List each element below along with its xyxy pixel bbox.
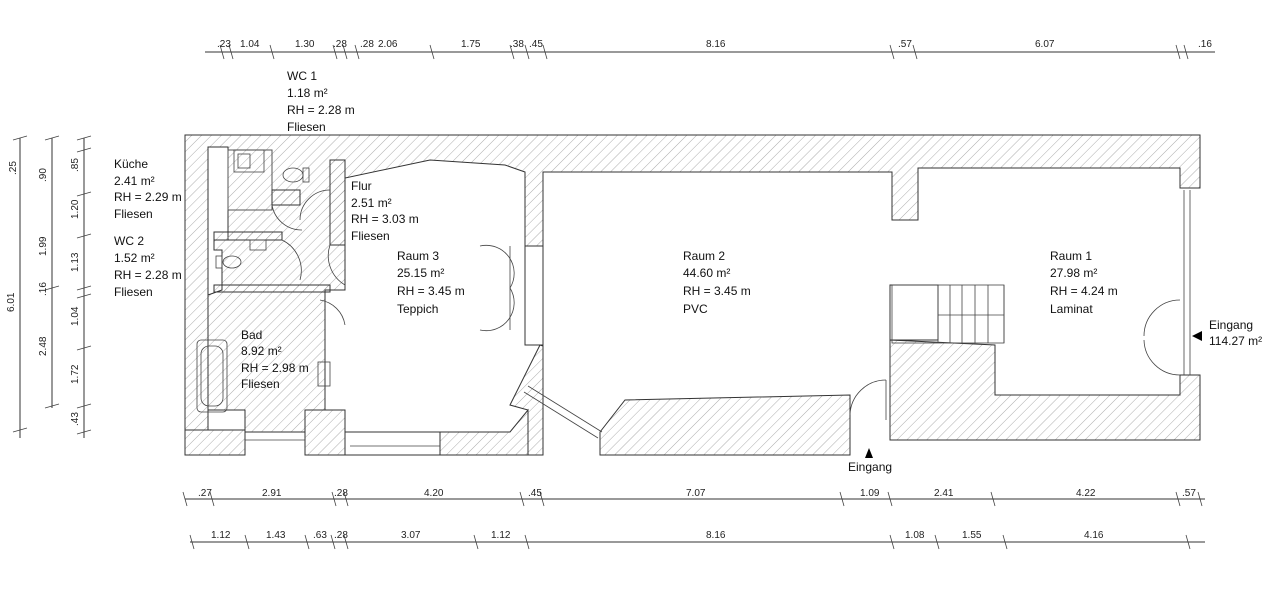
dim-bottom2-9: 1.55 (962, 530, 982, 541)
wc1-floor: Fliesen (287, 120, 326, 134)
dim-bottom2-1: 1.12 (211, 530, 231, 541)
entrance-right-label: Eingang (1209, 318, 1253, 332)
dim-top-2: 1.04 (240, 39, 260, 50)
dim-bottom1-2: 2.91 (262, 488, 282, 499)
bottom-dimension-line-2: 1.12 1.43 .63 .28 3.07 1.12 8.16 1.08 1.… (189, 530, 1205, 550)
raum2-name: Raum 2 (683, 249, 725, 263)
kueche-area: 2.41 m² (114, 174, 155, 188)
room-label-wc1: WC 1 1.18 m² RH = 2.28 m Fliesen (287, 69, 355, 134)
room-label-wc2: WC 2 1.52 m² RH = 2.28 m Fliesen (114, 234, 182, 299)
top-dimension-line: .23 1.04 1.30 .28 .28 2.06 1.75 .38 .45 … (205, 39, 1215, 60)
dim-bottom1-8: 2.41 (934, 488, 954, 499)
wc2-height: RH = 2.28 m (114, 268, 182, 282)
bad-name: Bad (241, 328, 262, 342)
dim-bottom2-6: 1.12 (491, 530, 511, 541)
flur-area: 2.51 m² (351, 196, 392, 210)
dim-bottom1-1: .27 (198, 488, 212, 499)
room-label-bad: Bad 8.92 m² RH = 2.98 m Fliesen (241, 328, 309, 391)
raum1-height: RH = 4.24 m (1050, 284, 1118, 298)
raum1-name: Raum 1 (1050, 249, 1092, 263)
raum3-area: 25.15 m² (397, 266, 444, 280)
flur-name: Flur (351, 179, 372, 193)
wc1-area: 1.18 m² (287, 86, 328, 100)
bad-height: RH = 2.98 m (241, 361, 309, 375)
dim-bottom1-4: 4.20 (424, 488, 444, 499)
raum3-name: Raum 3 (397, 249, 439, 263)
flur-height: RH = 3.03 m (351, 212, 419, 226)
dim-top-13: .16 (1198, 39, 1212, 50)
room-label-raum2: Raum 2 44.60 m² RH = 3.45 m PVC (683, 249, 751, 316)
dim-left-inner-1: .25 (8, 161, 19, 175)
dim-bottom1-6: 7.07 (686, 488, 706, 499)
wc2-area: 1.52 m² (114, 251, 155, 265)
dim-top-9: .45 (529, 39, 543, 50)
raum1-floor: Laminat (1050, 302, 1093, 316)
flur-floor: Fliesen (351, 229, 390, 243)
dim-bottom1-10: .57 (1182, 488, 1196, 499)
dim-left-inner-4: 1.20 (70, 199, 81, 219)
wc2-floor: Fliesen (114, 285, 153, 299)
raum2-floor: PVC (683, 302, 708, 316)
dim-left-mid-1: 1.99 (38, 236, 49, 256)
dim-bottom2-2: 1.43 (266, 530, 286, 541)
dim-top-6: 2.06 (378, 39, 398, 50)
dim-bottom2-10: 4.16 (1084, 530, 1104, 541)
entrance-bottom-label: Eingang (848, 460, 892, 474)
kueche-floor: Fliesen (114, 207, 153, 221)
dim-left-outer: 6.01 (6, 292, 17, 312)
entrance-bottom-arrow-icon (865, 448, 873, 458)
dim-left-inner-7: 1.04 (70, 306, 81, 326)
dim-bottom2-7: 8.16 (706, 530, 726, 541)
dim-bottom2-8: 1.08 (905, 530, 925, 541)
doors-and-fixtures (196, 149, 1191, 447)
wc1-name: WC 1 (287, 69, 317, 83)
raum1-area: 27.98 m² (1050, 266, 1097, 280)
wc1-height: RH = 2.28 m (287, 103, 355, 117)
dim-top-3: 1.30 (295, 39, 315, 50)
dim-left-mid-2: 2.48 (38, 336, 49, 356)
raum2-height: RH = 3.45 m (683, 284, 751, 298)
dim-bottom2-4: .28 (334, 530, 348, 541)
entrance-right-arrow-icon (1192, 331, 1202, 341)
room-label-raum1: Raum 1 27.98 m² RH = 4.24 m Laminat (1050, 249, 1118, 316)
dim-bottom1-7: 1.09 (860, 488, 880, 499)
raum3-height: RH = 3.45 m (397, 284, 465, 298)
bad-floor: Fliesen (241, 377, 280, 391)
left-dimension-lines: 6.01 1.99 2.48 .25 .90 .85 1.20 1.13 .16… (6, 135, 92, 438)
dim-left-inner-5: 1.13 (70, 252, 81, 272)
room-label-flur: Flur 2.51 m² RH = 3.03 m Fliesen (351, 179, 419, 243)
dim-bottom2-5: 3.07 (401, 530, 421, 541)
dim-top-5: .28 (360, 39, 374, 50)
total-area-label: 114.27 m² (1209, 334, 1262, 348)
dim-bottom1-3: .28 (334, 488, 348, 499)
raum2-area: 44.60 m² (683, 266, 730, 280)
dim-left-inner-3: .85 (70, 158, 81, 172)
room-label-kueche: Küche 2.41 m² RH = 2.29 m Fliesen (114, 157, 182, 221)
dim-bottom1-9: 4.22 (1076, 488, 1096, 499)
dim-top-11: .57 (898, 39, 912, 50)
dim-top-1: .23 (217, 39, 231, 50)
dim-top-12: 6.07 (1035, 39, 1055, 50)
dim-bottom2-3: .63 (313, 530, 327, 541)
bad-area: 8.92 m² (241, 344, 282, 358)
dim-top-8: .38 (510, 39, 524, 50)
bottom-dimension-line-1: .27 2.91 .28 4.20 .45 7.07 1.09 2.41 4.2… (182, 488, 1205, 507)
building-walls (184, 134, 1201, 456)
dim-left-inner-8: 1.72 (70, 364, 81, 384)
dim-top-7: 1.75 (461, 39, 481, 50)
kueche-name: Küche (114, 157, 148, 171)
raum3-floor: Teppich (397, 302, 438, 316)
dim-top-4: .28 (333, 39, 347, 50)
wc2-name: WC 2 (114, 234, 144, 248)
room-label-raum3: Raum 3 25.15 m² RH = 3.45 m Teppich (397, 249, 465, 316)
dim-left-inner-2: .90 (38, 168, 49, 182)
dim-left-inner-9: .43 (70, 412, 81, 426)
kueche-height: RH = 2.29 m (114, 190, 182, 204)
dim-left-inner-6: .16 (38, 282, 49, 296)
dim-bottom1-5: .45 (528, 488, 542, 499)
dim-top-10: 8.16 (706, 39, 726, 50)
